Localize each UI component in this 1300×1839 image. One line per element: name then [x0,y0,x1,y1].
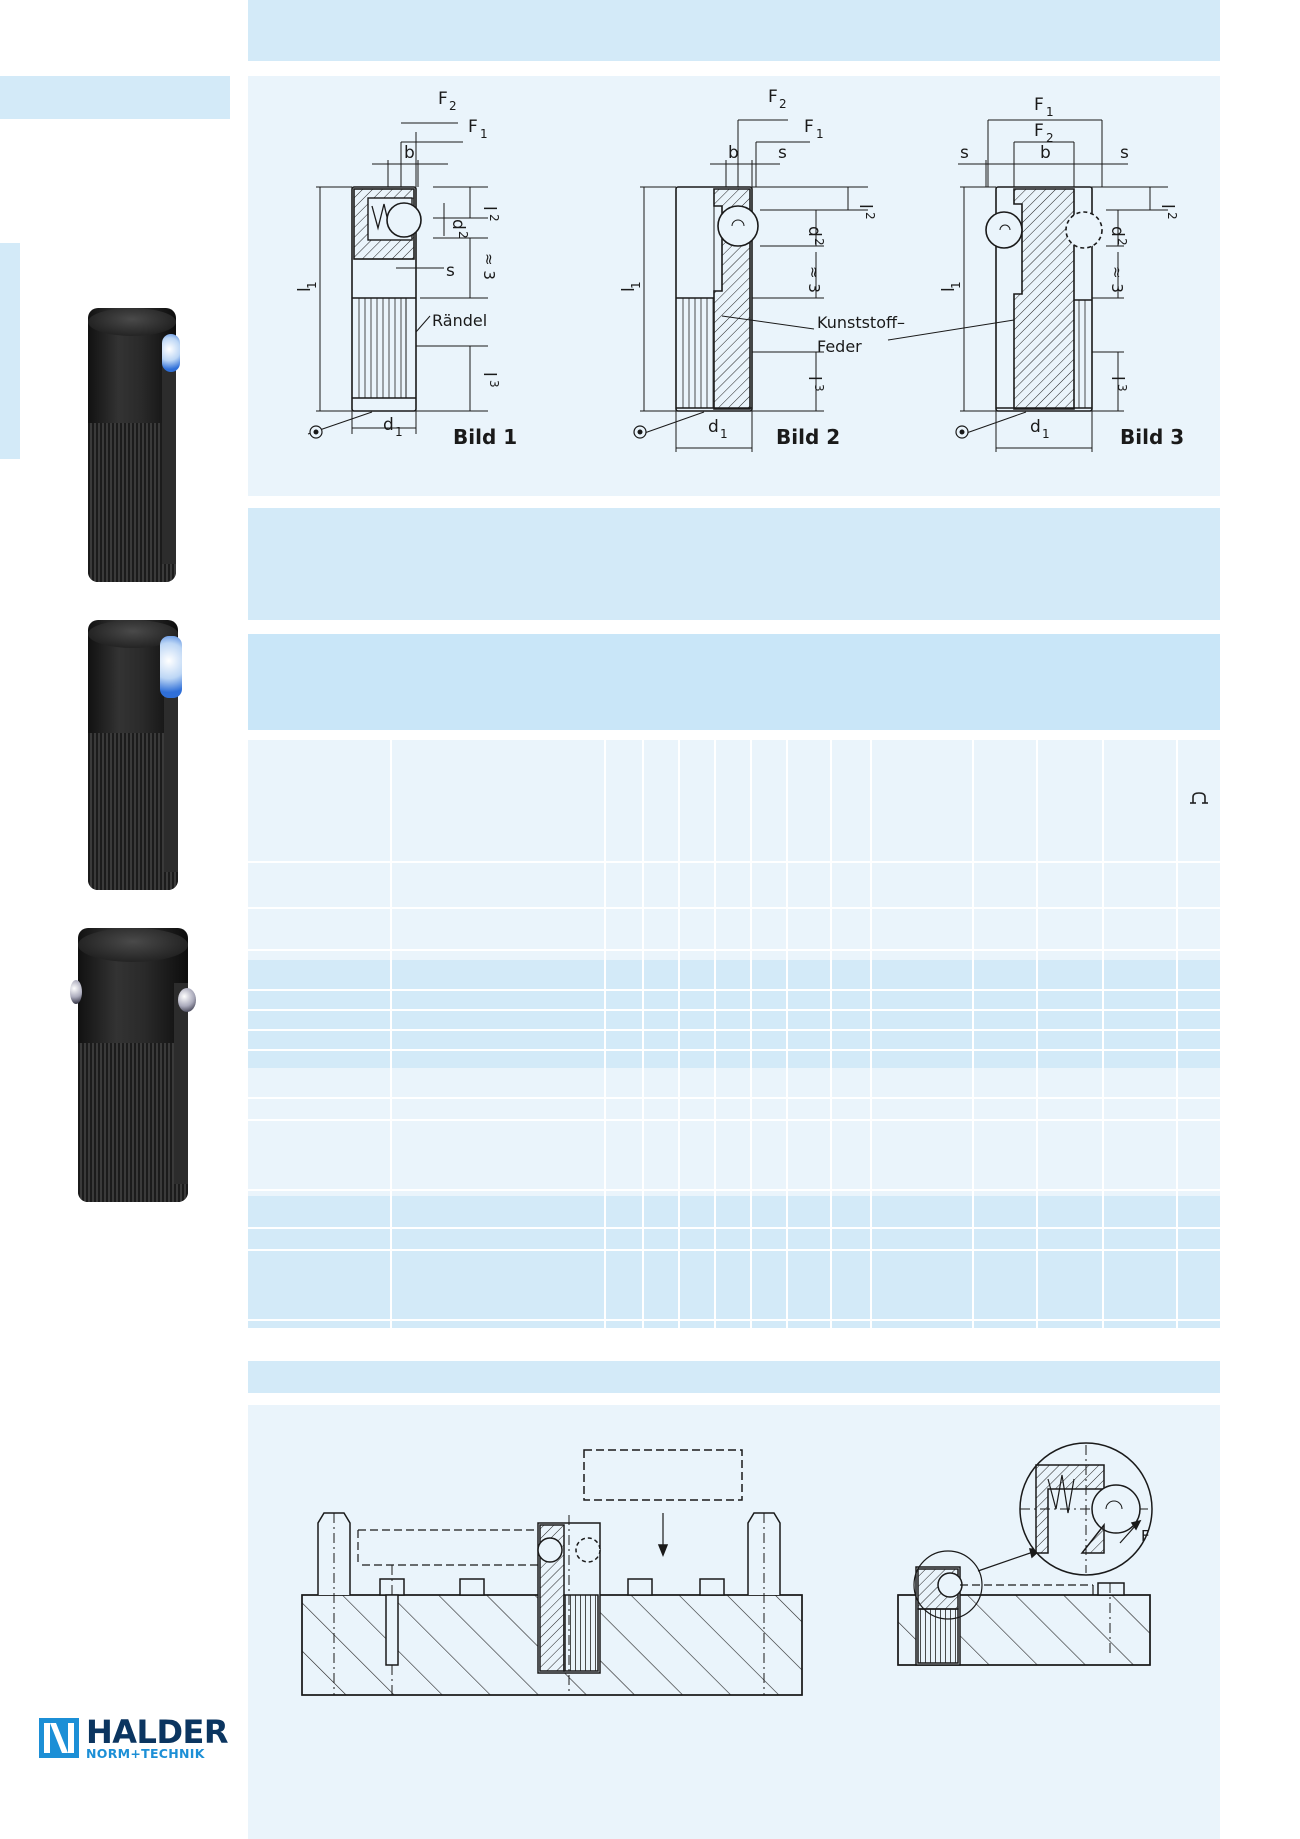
label-l2-sub: 2 [1165,212,1179,220]
label-d2-sub: 2 [456,231,470,239]
label-F1: F [804,117,814,137]
label-F1-sub: 1 [816,127,824,141]
label-l2-sub: 2 [487,214,501,222]
label-F1-sub: 1 [480,127,488,141]
label-l2: l [1157,204,1177,209]
ball-icon [162,334,180,372]
label-l1: l [939,287,959,292]
label-s-right: s [1120,143,1129,163]
halder-logo: HALDER NORM+TECHNIK [38,1713,238,1761]
table-row-group [248,960,1220,1068]
label-l2: l [855,204,875,209]
label-b: b [404,143,415,163]
label-d2: d [1107,226,1127,237]
label-F1: F [468,117,478,137]
specification-table [248,740,1220,1328]
figure-2 [633,119,868,452]
label-F1-sub: 1 [1046,105,1054,119]
label-l2-sub: 2 [863,212,877,220]
figure-2-caption: Bild 2 [776,425,840,449]
technical-drawings-panel: F 2 F 1 b s l 2 d 2 ≈ 3 l 1 l 3 d 1 Ränd… [248,76,1220,496]
label-F2: F [1034,121,1044,141]
ball-icon [178,988,196,1012]
table-row-group [248,1196,1220,1328]
label-approx3: ≈ 3 [1108,266,1126,293]
label-d1-sub: 1 [1042,427,1050,441]
table-row-group [248,1068,1220,1196]
label-d2: d [448,219,468,230]
label-l1-sub: 1 [629,281,643,289]
figure-3-caption: Bild 3 [1120,425,1184,449]
label-s: s [778,143,787,163]
label-F2-sub: 2 [1046,131,1054,145]
figure-3-labels: F 1 F 2 s b s l 2 d 2 ≈ 3 l 1 l 3 d 1 Bi… [939,95,1184,449]
label-b: b [1040,143,1051,163]
label-l1: l [295,287,315,292]
label-l3-sub: 3 [812,384,826,392]
product-photo-2 [88,620,182,890]
label-l3-sub: 3 [487,380,501,388]
application-drawing: F [301,1442,1153,1696]
label-d2-sub: 2 [812,238,826,246]
logo-name: HALDER [86,1713,229,1751]
label-l3-sub: 3 [1115,384,1129,392]
detail-force-label: F [1141,1527,1150,1545]
label-l1-sub: 1 [949,281,963,289]
label-F2: F [768,87,778,107]
label-l1-sub: 1 [305,281,319,289]
application-header-band [248,1361,1220,1393]
label-d1: d [708,417,719,437]
description-band-2 [248,634,1220,730]
sidebar-section-marker [0,243,20,459]
label-d1: d [383,415,394,435]
table-header [248,740,1220,832]
label-d2: d [804,226,824,237]
label-l3: l [804,376,824,381]
label-d1-sub: 1 [395,425,403,439]
ball-icon [70,980,82,1004]
label-l3: l [479,372,499,377]
label-spring-line2: Feder [817,337,862,356]
weight-icon [1190,790,1208,809]
label-l2: l [479,206,499,211]
table-row-group [248,832,1220,960]
ball-icon [160,636,182,698]
label-l3: l [1107,376,1127,381]
description-band-1 [248,508,1220,620]
label-F1: F [1034,95,1044,115]
label-knurl: Rändel [432,311,487,330]
label-approx3: ≈ 3 [805,266,823,293]
sidebar-category-tab [0,76,230,119]
label-s: s [446,261,455,281]
label-l1: l [619,287,639,292]
technical-drawings: F 2 F 1 b s l 2 d 2 ≈ 3 l 1 l 3 d 1 Ränd… [295,87,1184,452]
label-d2-sub: 2 [1115,238,1129,246]
header-band [248,0,1220,61]
figure-3 [887,119,1168,452]
label-spring-line1: Kunststoff– [817,313,905,332]
label-F2-sub: 2 [779,97,787,111]
label-approx3: ≈ 3 [480,253,498,280]
figure-1-caption: Bild 1 [453,425,517,449]
product-photo-3 [70,928,200,1204]
application-example-panel: F [248,1405,1220,1839]
figure-1 [307,122,488,439]
label-F2-sub: 2 [449,99,457,113]
label-F2: F [438,89,448,109]
figure-2-labels: F 2 F 1 b s l 2 d 2 ≈ 3 l 1 l 3 d 1 Kuns… [619,87,905,449]
product-photo-1 [88,308,180,582]
halder-logo-icon [39,1718,79,1758]
figure-1-labels: F 2 F 1 b s l 2 d 2 ≈ 3 l 1 l 3 d 1 Ränd… [295,89,517,449]
logo-tagline: NORM+TECHNIK [86,1746,205,1761]
label-s-left: s [960,143,969,163]
label-b: b [728,143,739,163]
label-d1: d [1030,417,1041,437]
label-d1-sub: 1 [720,427,728,441]
